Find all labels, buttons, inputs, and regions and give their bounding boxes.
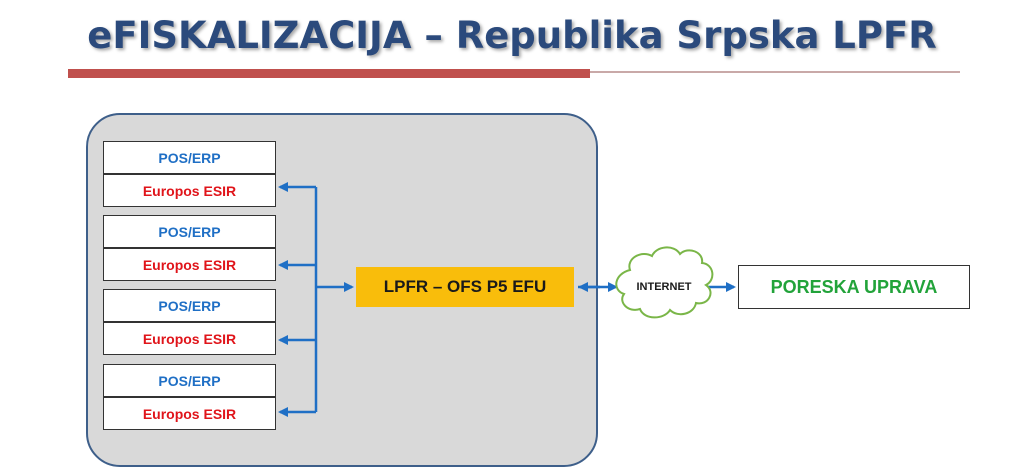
internet-cloud-icon [615,246,714,319]
europos-esir-box-1: Europos ESIR [103,174,276,207]
lpfr-box: LPFR – OFS P5 EFU [356,267,574,307]
pos-erp-box-1: POS/ERP [103,141,276,174]
europos-esir-box-2: Europos ESIR [103,248,276,281]
title-accent-bar [68,69,590,78]
tax-authority-box: PORESKA UPRAVA [738,265,970,309]
page-title: eFISKALIZACIJA – Republika Srpska LPFR [87,14,937,57]
europos-esir-box-4: Europos ESIR [103,397,276,430]
pos-erp-box-3: POS/ERP [103,289,276,322]
pos-erp-box-4: POS/ERP [103,364,276,397]
pos-erp-box-2: POS/ERP [103,215,276,248]
europos-esir-box-3: Europos ESIR [103,322,276,355]
internet-label: INTERNET [636,281,692,293]
title-divider-line [590,71,960,73]
